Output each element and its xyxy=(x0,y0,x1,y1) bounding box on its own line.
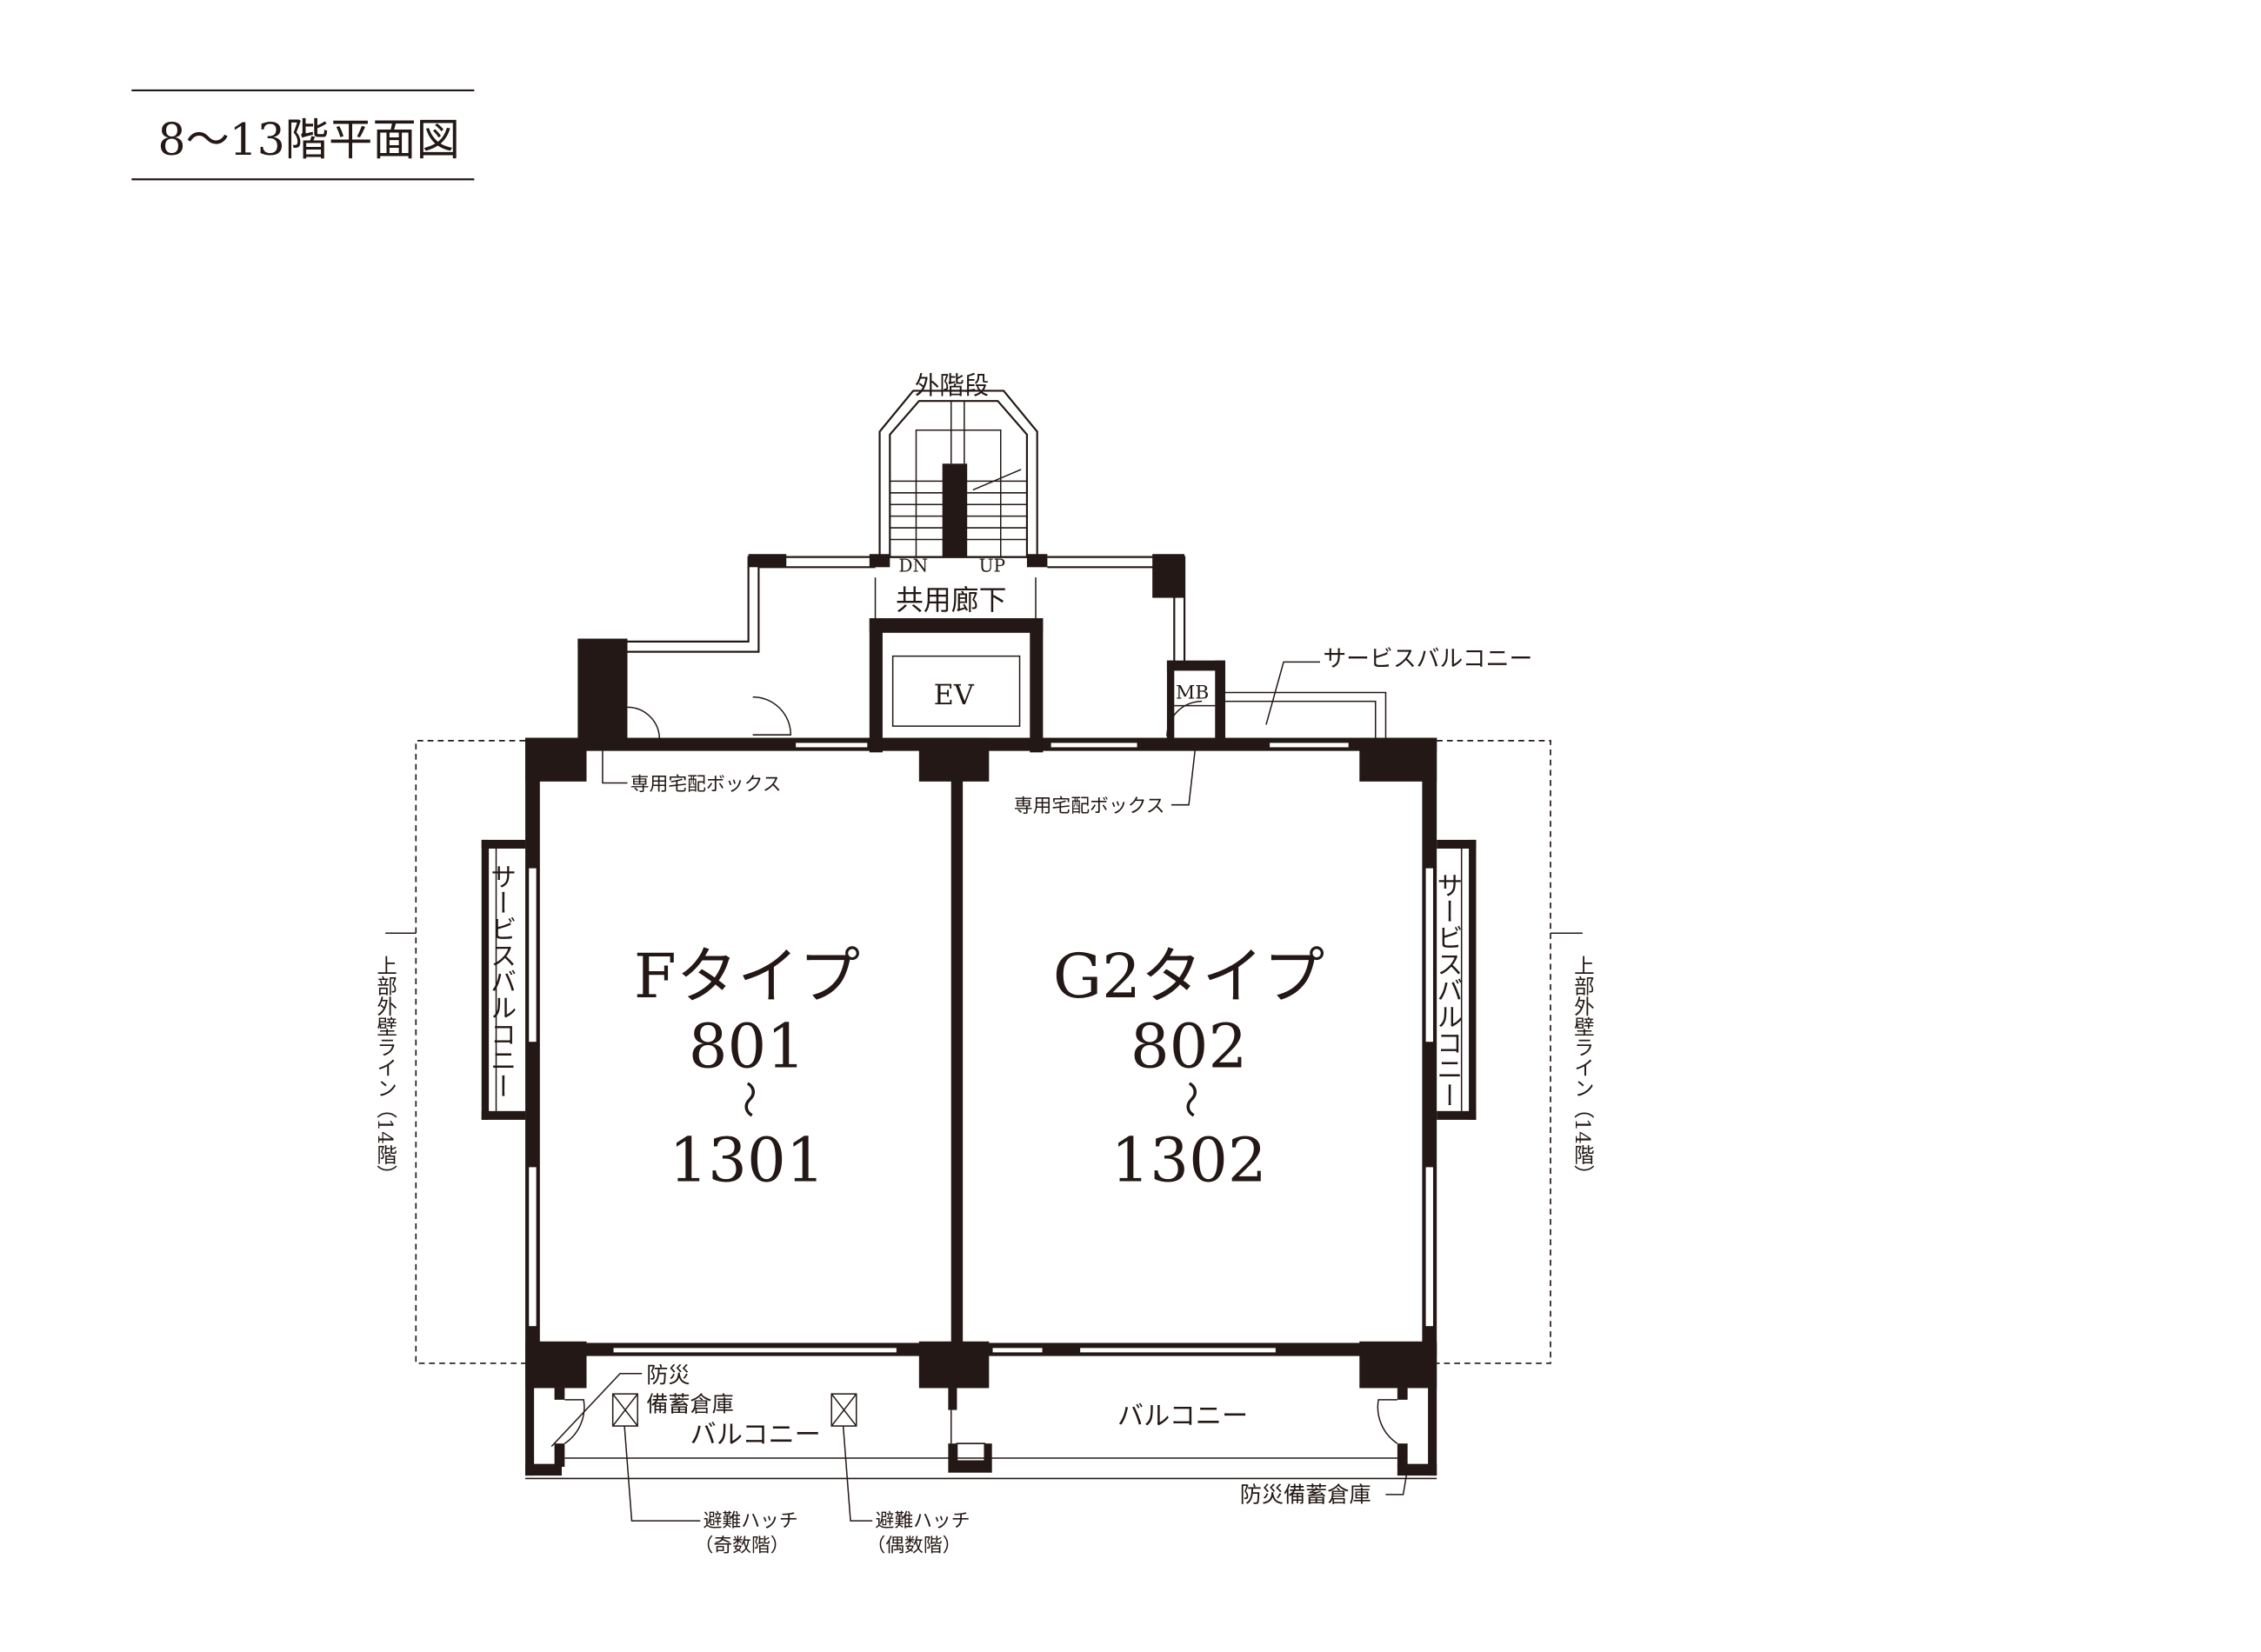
escape-hatch-odd-label-1: 避難ハッチ xyxy=(704,1510,798,1532)
unit-number-to: 1301 xyxy=(669,1124,824,1196)
upper-wall-line-right xyxy=(1437,740,1551,1364)
elevator-shaft xyxy=(869,618,1044,753)
disaster-storage-right-label: 防災備蓄倉庫 xyxy=(1240,1482,1371,1507)
unit-number-sep: ～ xyxy=(726,1081,770,1119)
mb-left-label-m: M xyxy=(594,651,612,672)
upper-wall-line-left xyxy=(415,740,526,1364)
stairs-dn-label: DN xyxy=(898,555,928,576)
escape-hatch-odd-icon xyxy=(611,1393,638,1427)
upper-wall-line-right-label: 上部外壁ライン（14階） xyxy=(1571,955,1595,1185)
unit-number-from: 801 xyxy=(689,1011,805,1082)
unit-number-from: 802 xyxy=(1130,1011,1247,1082)
service-balcony-top xyxy=(1225,691,1387,741)
balcony-left-label: バルコニー xyxy=(690,1420,821,1450)
page-title: 8〜13階平面図 xyxy=(157,114,460,165)
unit-number-sep: ～ xyxy=(1168,1081,1211,1119)
escape-hatch-even-icon xyxy=(830,1393,857,1427)
service-balcony-right-label: サービスバルコニー xyxy=(1431,872,1462,1109)
ev-label: EV xyxy=(934,678,975,711)
outer-stairs-label: 外階段 xyxy=(915,371,990,400)
stairs-up-label: UP xyxy=(979,555,1005,576)
unit-type: Fタイプ xyxy=(634,941,860,1012)
service-balcony-top-label: サービスバルコニー xyxy=(1323,645,1532,672)
mb-right xyxy=(1166,660,1226,741)
escape-hatch-odd-label-2: （奇数階） xyxy=(695,1535,790,1556)
corridor-walls xyxy=(577,554,1186,741)
delivery-box-right-label: 専用宅配ボックス xyxy=(1014,796,1165,817)
unit-number-to: 1302 xyxy=(1110,1124,1266,1196)
delivery-box-left-label: 専用宅配ボックス xyxy=(630,774,782,796)
service-balcony-left-label: サービスバルコニー xyxy=(485,863,516,1100)
disaster-storage-left-label-1: 防災 xyxy=(646,1362,690,1388)
upper-wall-line-left-label: 上部外壁ライン（14階） xyxy=(373,955,397,1185)
side-balcony-right xyxy=(1437,839,1477,1120)
escape-hatch-even-label-1: 避難ハッチ xyxy=(876,1510,970,1532)
disaster-storage-left-label-2: 備蓄倉庫 xyxy=(646,1391,734,1416)
unit-g2: G2タイプ 802 ～ 1302 xyxy=(1053,941,1324,1196)
side-balcony-left xyxy=(481,839,526,1120)
mb-left-label-b: B xyxy=(594,675,607,696)
mb-right-label: MB xyxy=(1176,682,1209,703)
bottom-balcony xyxy=(525,1356,1437,1480)
escape-hatch-even-label-2: （偶数階） xyxy=(866,1535,961,1556)
outer-stairs xyxy=(878,390,1038,558)
unit-f: Fタイプ 801 ～ 1301 xyxy=(634,941,860,1196)
balcony-right-label: バルコニー xyxy=(1117,1401,1248,1431)
unit-type: G2タイプ xyxy=(1053,941,1324,1012)
corridor-label: 共用廊下 xyxy=(896,583,1006,616)
main-walls xyxy=(525,737,1437,1389)
